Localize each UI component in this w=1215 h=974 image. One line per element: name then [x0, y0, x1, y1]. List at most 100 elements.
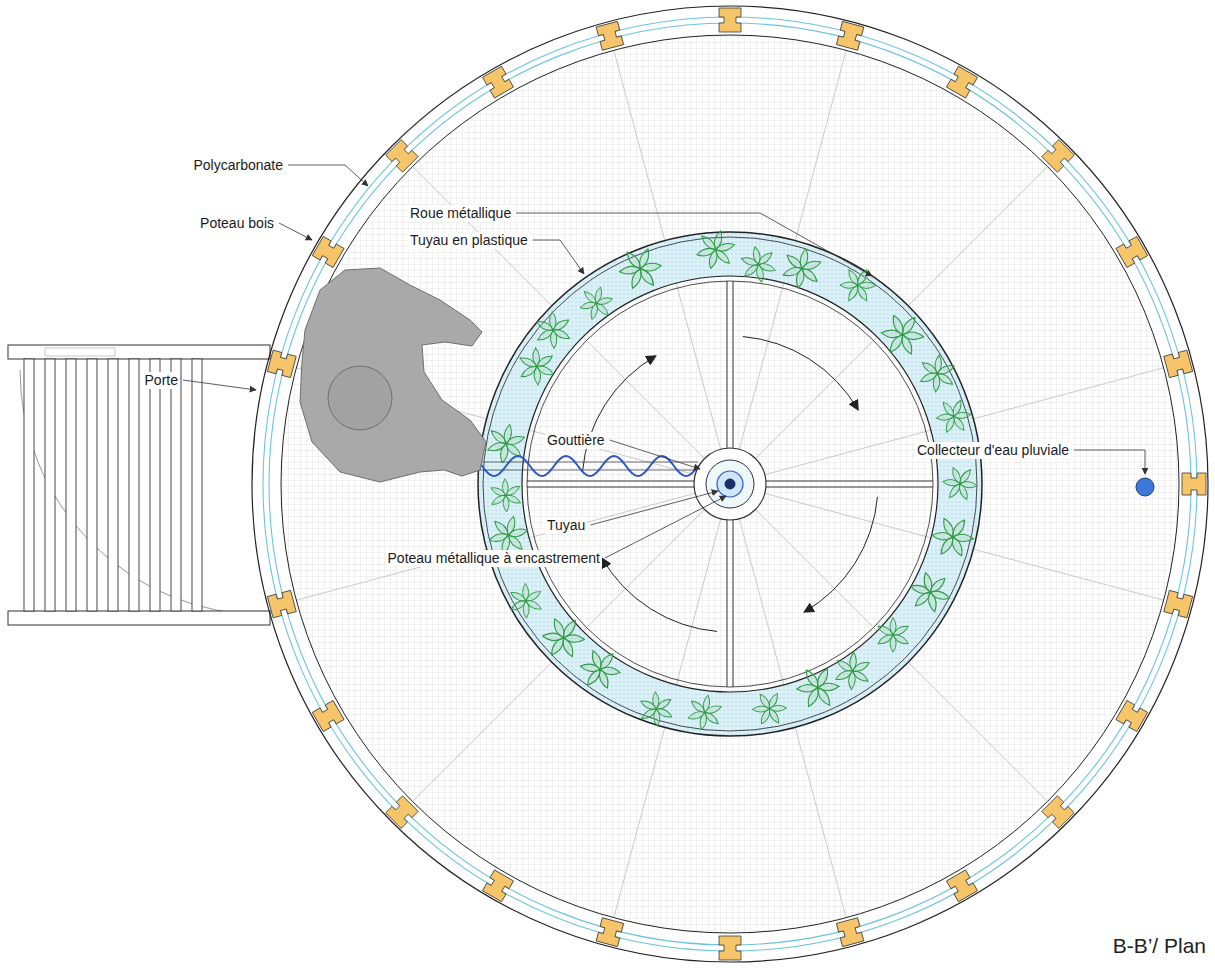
plant-leaf: [595, 296, 613, 306]
plant-leaf: [892, 624, 910, 638]
wheel-spoke: [766, 481, 933, 482]
plant: [746, 685, 792, 731]
wall-outer: [252, 6, 1208, 962]
hub-post: [706, 460, 754, 508]
plant-leaf: [704, 704, 723, 716]
wheel-spoke: [527, 487, 694, 488]
plant: [930, 392, 978, 440]
wheel-spoke: [733, 520, 734, 687]
hub-post: [725, 479, 735, 489]
wheel-spoke: [733, 281, 734, 448]
door-panel-mark: [45, 348, 115, 356]
wood-post: [312, 700, 344, 731]
wood-post: [596, 918, 623, 947]
part-label: Porte: [143, 372, 180, 389]
plant-leaf: [508, 527, 529, 539]
part-label: Polycarbonate: [191, 157, 285, 174]
plant-leaf: [953, 411, 971, 419]
wheel-rim: [483, 237, 977, 731]
plant-leaf: [818, 683, 840, 692]
rotation-arrow: [602, 558, 717, 631]
plant: [870, 612, 917, 658]
wood-post: [596, 21, 623, 50]
wood-post: [1116, 236, 1148, 267]
door-slat: [45, 359, 55, 611]
leader-line: [533, 240, 584, 274]
door-slat: [66, 359, 76, 611]
person-head: [328, 366, 392, 430]
plant-leaf: [561, 618, 579, 639]
wood-post: [1182, 473, 1206, 495]
plant-leaf: [640, 262, 662, 272]
wheel-rim: [478, 232, 982, 736]
plant-leaf: [535, 353, 554, 369]
plant: [775, 241, 830, 296]
plant: [941, 465, 980, 502]
part-label: Gouttière: [545, 432, 607, 449]
plant-leaf: [769, 705, 786, 712]
wood-post: [386, 796, 419, 829]
plant-leaf: [936, 363, 956, 377]
plastic-pipe-ring: [478, 232, 982, 736]
wood-post: [836, 21, 863, 50]
leader-line: [610, 440, 700, 469]
plant: [611, 240, 669, 298]
leader-line: [1074, 450, 1145, 474]
wood-post: [482, 66, 513, 98]
door-slat: [192, 359, 202, 611]
door-swing: [20, 370, 265, 615]
plant: [681, 688, 730, 736]
leader-line: [605, 496, 726, 558]
plant: [905, 568, 955, 617]
plant: [880, 313, 926, 357]
rotation-arrow: [743, 337, 858, 410]
wheel-spoke: [766, 487, 933, 488]
polycarbonate-sheet: [263, 17, 1197, 951]
plant-leaf: [928, 576, 948, 595]
plant: [541, 616, 586, 659]
wood-post: [946, 66, 977, 98]
leader-line: [279, 223, 312, 240]
plant-leaf: [756, 250, 774, 267]
plant: [789, 659, 846, 716]
plant-leaf: [950, 518, 968, 539]
plant-leaf: [655, 697, 673, 712]
wood-post: [386, 140, 419, 173]
plant: [484, 474, 528, 517]
leader-line: [183, 380, 256, 390]
pipe-line: [478, 470, 698, 471]
wood-post: [1116, 700, 1148, 731]
wheel-spoke: [727, 281, 728, 448]
person: [300, 268, 486, 482]
wheel-spoke: [727, 520, 728, 687]
wood-post: [482, 870, 513, 902]
part-label: Tuyau en plastique: [408, 232, 530, 249]
door-rail: [8, 345, 270, 359]
wood-post: [267, 350, 296, 377]
plant: [633, 686, 679, 731]
plant: [736, 242, 781, 286]
leader-line: [288, 165, 368, 186]
plant: [840, 268, 876, 303]
plant: [573, 280, 619, 326]
pipe-line: [478, 462, 698, 463]
wood-post: [267, 590, 296, 617]
plant: [512, 342, 561, 391]
plant: [931, 516, 975, 559]
rotation-arrow: [583, 356, 656, 471]
rotation-arrow: [804, 497, 877, 612]
wheel-rim: [522, 276, 938, 692]
door-slat: [129, 359, 139, 611]
plant-leaf: [899, 315, 917, 337]
plant: [503, 578, 549, 624]
wood-post: [312, 236, 344, 267]
door-rail: [8, 611, 270, 625]
wood-post: [1042, 796, 1075, 829]
metal-wheel: [478, 223, 982, 737]
part-label: Poteau métallique à encastrement: [386, 550, 602, 567]
part-label: Roue métallique: [408, 205, 513, 222]
plant-leaf: [504, 484, 521, 498]
plant-leaf: [801, 259, 822, 272]
